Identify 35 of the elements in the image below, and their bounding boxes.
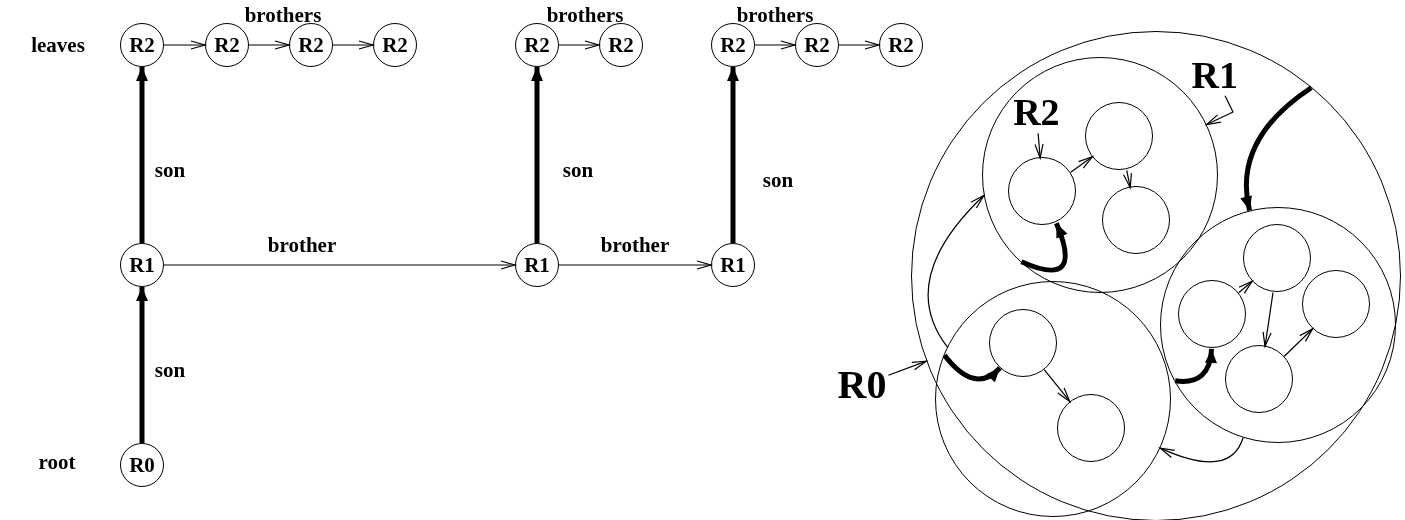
- arrow: [1262, 292, 1274, 347]
- level-label: brothers: [546, 4, 624, 26]
- leader-line: [1034, 132, 1044, 159]
- thick-arrow: [531, 67, 543, 243]
- level-label: brothers: [736, 4, 814, 26]
- thick-arrow: [1020, 222, 1068, 273]
- region-label: R1: [1191, 55, 1238, 94]
- arrow: [1238, 280, 1253, 294]
- thick-arrow: [942, 353, 1002, 382]
- level-label: root: [38, 451, 76, 473]
- arrow: [1043, 368, 1071, 403]
- region-label: R0: [837, 365, 887, 405]
- level-label: leaves: [31, 34, 85, 56]
- thick-arrow: [136, 67, 148, 243]
- arrow: [1283, 328, 1314, 357]
- thick-arrow: [1174, 348, 1217, 384]
- arrow: [558, 40, 600, 50]
- region-label: R2: [1013, 93, 1060, 132]
- arrow: [332, 40, 374, 50]
- arrow: [163, 260, 516, 270]
- thick-arrow: [727, 67, 739, 243]
- arrow: [1070, 156, 1093, 173]
- level-label: brothers: [244, 4, 322, 26]
- leader-line: [887, 360, 927, 376]
- arrow: [163, 40, 206, 50]
- arrow: [838, 40, 880, 50]
- arrow: [558, 260, 712, 270]
- leader-line: [1206, 95, 1234, 126]
- arrow: [927, 194, 985, 349]
- thick-arrow: [136, 287, 148, 443]
- arrow: [1159, 437, 1244, 463]
- arrow: [754, 40, 796, 50]
- thick-arrow: [1241, 85, 1313, 211]
- arrow: [1122, 169, 1132, 189]
- arrow: [248, 40, 290, 50]
